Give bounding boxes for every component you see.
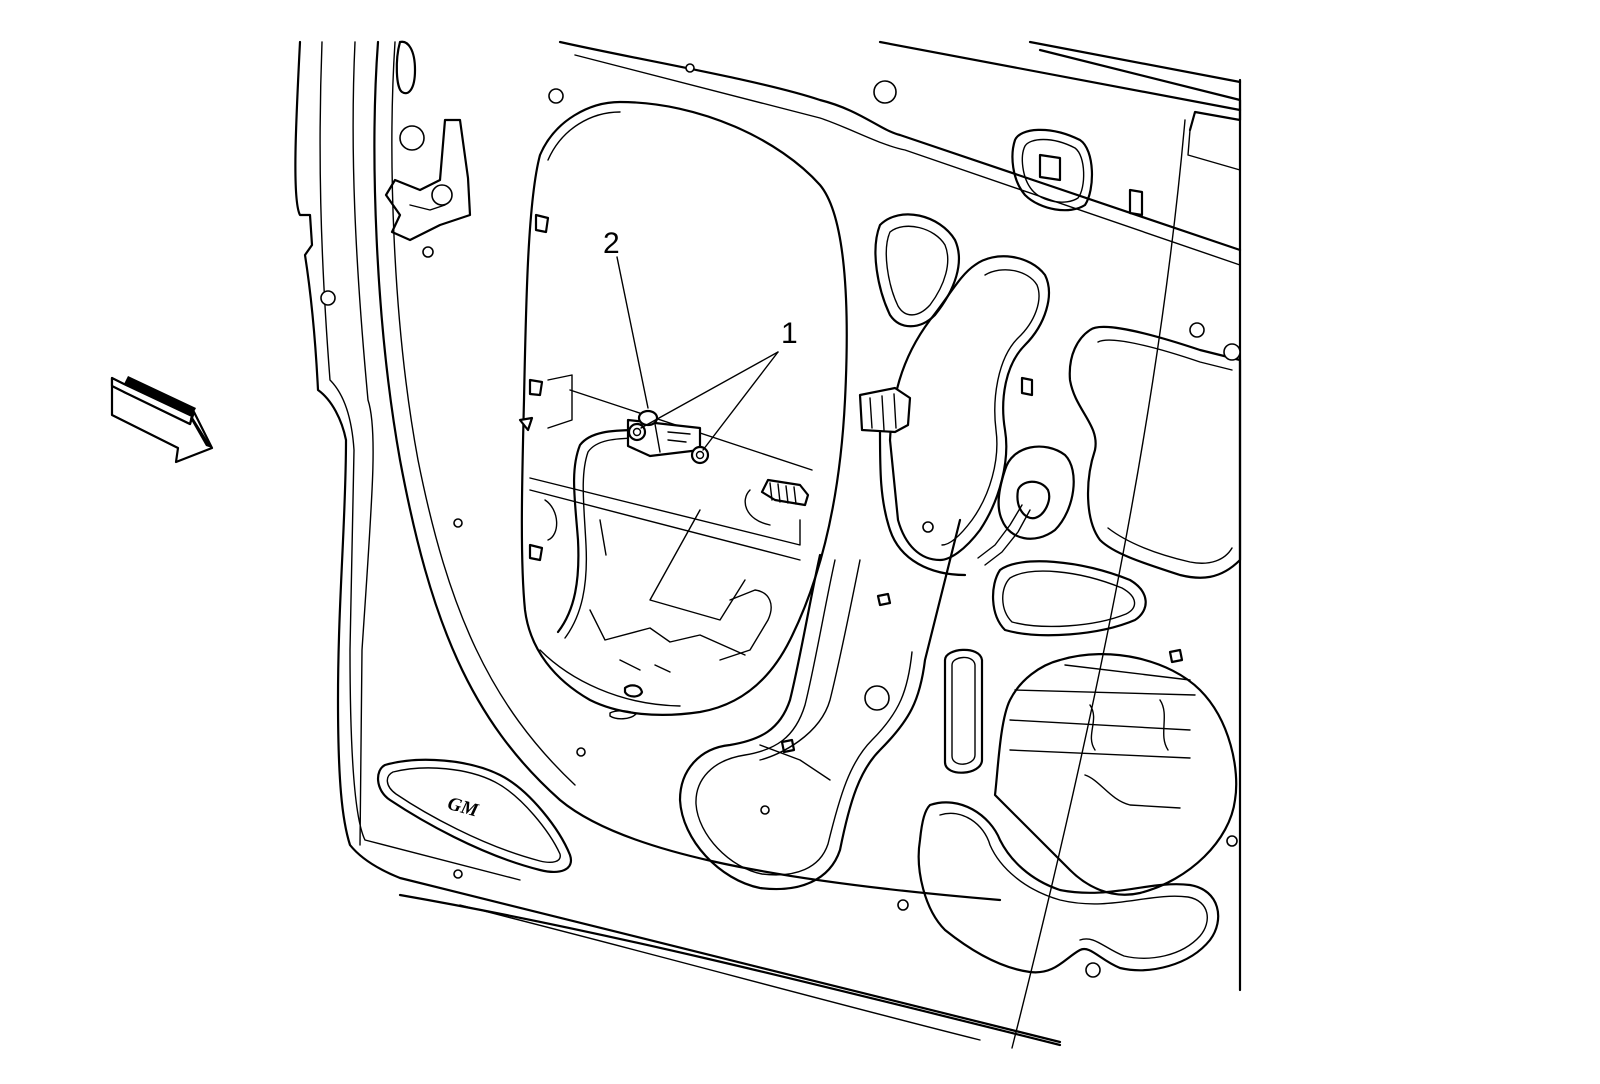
view-direction-arrow-icon xyxy=(110,376,214,464)
mounting-bracket xyxy=(320,40,472,306)
gm-logo: GM xyxy=(445,793,481,821)
magnified-inset xyxy=(993,653,1238,896)
wiring-connector xyxy=(744,478,810,526)
side-impact-sensor xyxy=(626,409,710,465)
sensor-bolt-2 xyxy=(637,409,659,427)
access-opening xyxy=(518,100,848,720)
lower-channel xyxy=(678,518,962,891)
sensor-bolt-lower xyxy=(690,445,710,465)
logo-pocket: GM xyxy=(377,758,573,873)
lower-right-embossment xyxy=(917,801,1220,974)
callout-2-label: 2 xyxy=(603,227,620,260)
callout-1-label: 1 xyxy=(781,317,798,350)
panel-embossments xyxy=(453,63,1242,978)
callout-leaders xyxy=(616,256,779,451)
